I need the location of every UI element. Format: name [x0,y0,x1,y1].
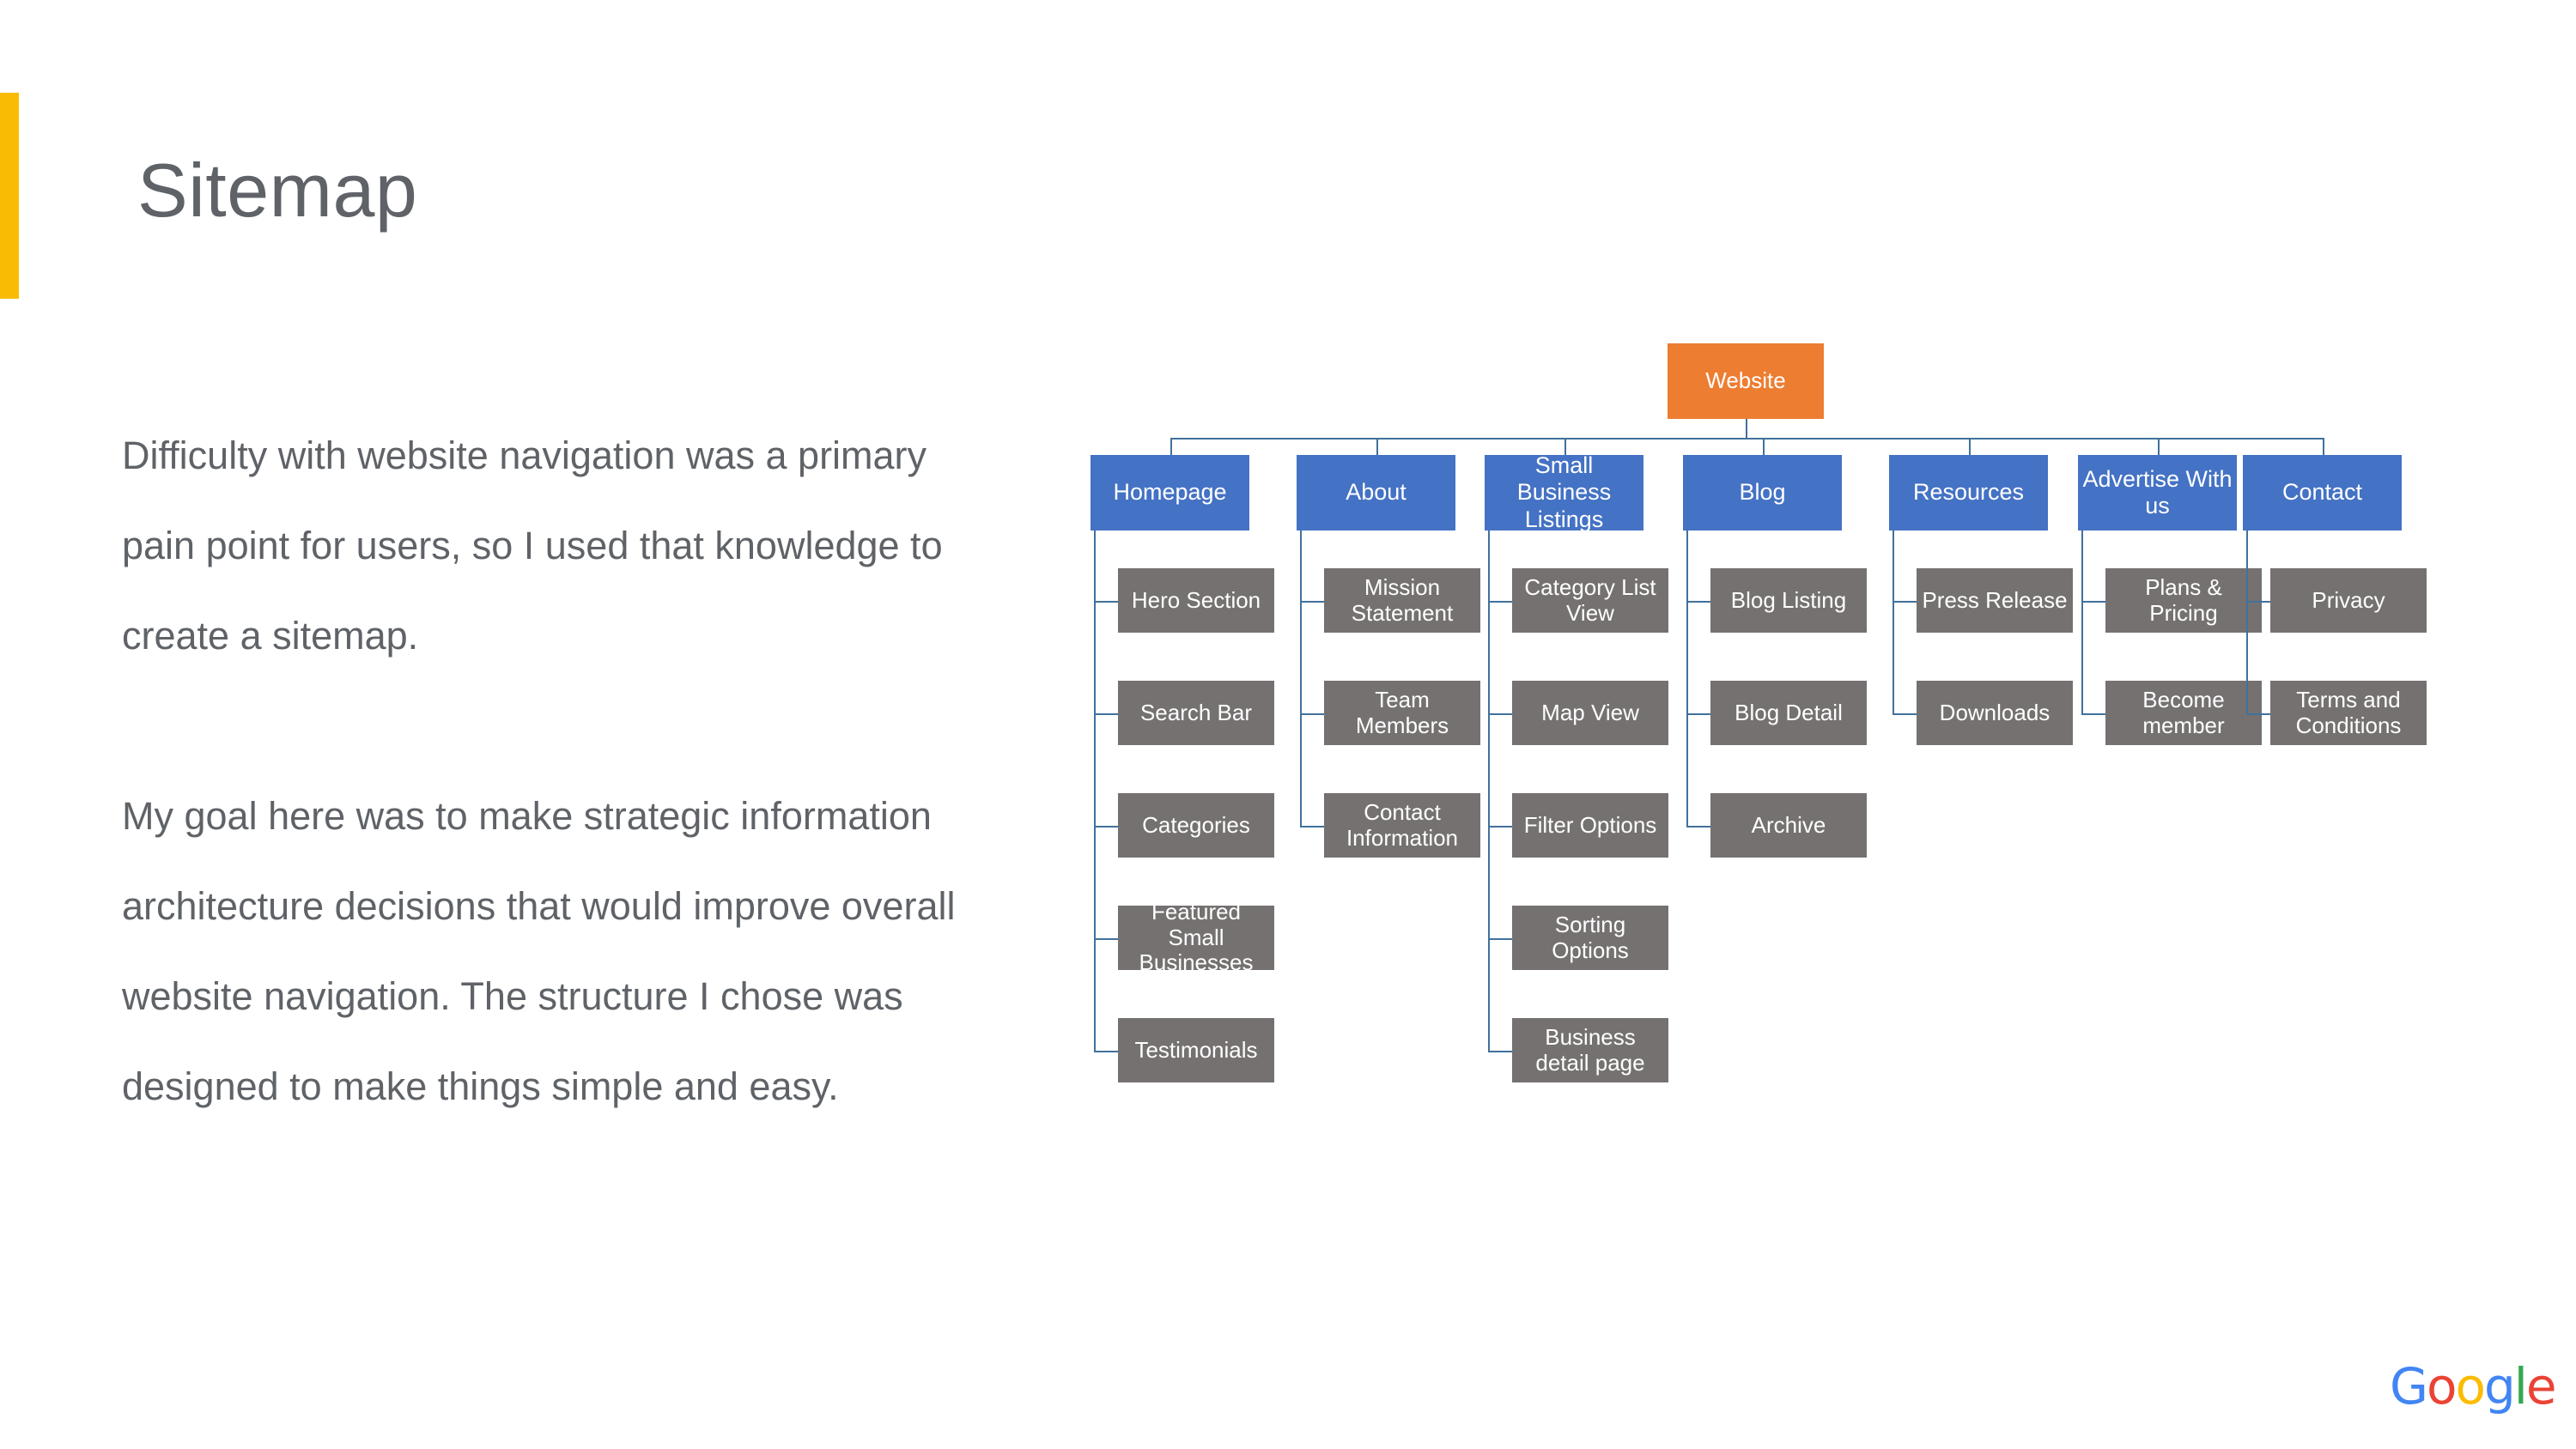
sitemap-node-child-0-2[interactable]: Categories [1118,793,1274,858]
sitemap-node-child-6-0[interactable]: Privacy [2270,568,2427,633]
connector-section-drop-1 [1376,438,1378,455]
sitemap-node-child-4-1[interactable]: Downloads [1917,681,2073,745]
connector-section-drop-6 [2322,438,2324,455]
google-logo-letter-4: l [2513,1357,2528,1416]
connector-child-stub-2-2 [1488,825,1512,828]
connector-child-stub-1-1 [1300,712,1324,715]
sitemap-node-section-1[interactable]: About [1297,455,1455,530]
sitemap-node-child-5-1[interactable]: Become member [2105,681,2262,745]
connector-spine-6 [2246,530,2248,713]
sitemap-node-child-2-3[interactable]: Sorting Options [1512,906,1668,970]
connector-child-stub-3-1 [1686,712,1710,715]
google-logo-letter-2: o [2455,1357,2485,1416]
sitemap-node-child-0-4[interactable]: Testimonials [1118,1018,1274,1082]
connector-child-stub-5-1 [2081,712,2105,715]
page-title: Sitemap [137,148,418,233]
connector-child-stub-0-3 [1094,937,1118,940]
connector-child-stub-0-2 [1094,825,1118,828]
sitemap-node-child-2-1[interactable]: Map View [1512,681,1668,745]
connector-section-drop-0 [1170,438,1172,455]
sitemap-node-section-5[interactable]: Advertise With us [2078,455,2237,530]
sitemap-node-section-6[interactable]: Contact [2243,455,2402,530]
sitemap-node-child-3-1[interactable]: Blog Detail [1710,681,1867,745]
sitemap-node-child-3-2[interactable]: Archive [1710,793,1867,858]
connector-root-drop [1746,419,1747,438]
connector-section-drop-4 [1968,438,1971,455]
paragraph-2: My goal here was to make strategic infor… [122,794,956,1108]
connector-spine-0 [1094,530,1096,1051]
sitemap-node-child-2-2[interactable]: Filter Options [1512,793,1668,858]
sitemap-node-child-5-0[interactable]: Plans & Pricing [2105,568,2262,633]
connector-child-stub-2-3 [1488,937,1512,940]
connector-child-stub-0-4 [1094,1050,1118,1052]
sitemap-node-child-2-4[interactable]: Business detail page [1512,1018,1668,1082]
connector-child-stub-2-0 [1488,600,1512,603]
sitemap-node-child-6-1[interactable]: Terms and Conditions [2270,681,2427,745]
connector-child-stub-4-1 [1893,712,1917,715]
sitemap-node-section-0[interactable]: Homepage [1091,455,1249,530]
google-logo-letter-5: e [2525,1357,2557,1416]
connector-spine-4 [1893,530,1894,713]
connector-child-stub-1-2 [1300,825,1324,828]
connector-child-stub-0-1 [1094,712,1118,715]
connector-child-stub-1-0 [1300,600,1324,603]
connector-spine-2 [1488,530,1490,1051]
google-logo-letter-3: g [2483,1357,2516,1416]
connector-child-stub-2-4 [1488,1050,1512,1052]
sitemap-node-child-0-3[interactable]: Featured Small Businesses [1118,899,1274,975]
connector-child-stub-3-2 [1686,825,1710,828]
sitemap-node-child-0-1[interactable]: Search Bar [1118,681,1274,745]
sitemap-node-root[interactable]: Website [1668,343,1824,419]
connector-child-stub-5-0 [2081,600,2105,603]
connector-child-stub-0-0 [1094,600,1118,603]
connector-child-stub-6-1 [2246,712,2270,715]
connector-section-drop-2 [1564,438,1566,455]
body-copy: Difficulty with website navigation was a… [122,410,989,1131]
sitemap-node-section-3[interactable]: Blog [1683,455,1842,530]
connector-child-stub-4-0 [1893,600,1917,603]
sitemap-node-child-1-2[interactable]: Contact Information [1324,793,1480,858]
connector-bus [1170,438,2323,440]
sitemap-node-section-4[interactable]: Resources [1889,455,2048,530]
connector-section-drop-5 [2157,438,2160,455]
accent-bar [0,93,19,299]
sitemap-node-section-2[interactable]: Small Business Listings [1485,452,1643,532]
connector-section-drop-3 [1762,438,1765,455]
connector-spine-1 [1300,530,1302,826]
sitemap-node-child-3-0[interactable]: Blog Listing [1710,568,1867,633]
google-logo: Google [2390,1361,2557,1411]
sitemap-node-child-2-0[interactable]: Category List View [1512,568,1668,633]
connector-child-stub-3-0 [1686,600,1710,603]
google-logo-letter-1: o [2426,1357,2457,1416]
sitemap-node-child-4-0[interactable]: Press Release [1917,568,2073,633]
paragraph-1: Difficulty with website navigation was a… [122,433,943,658]
connector-child-stub-2-1 [1488,712,1512,715]
connector-spine-5 [2081,530,2083,713]
connector-child-stub-6-0 [2246,600,2270,603]
sitemap-node-child-1-1[interactable]: Team Members [1324,681,1480,745]
sitemap-node-child-1-0[interactable]: Mission Statement [1324,568,1480,633]
connector-spine-3 [1686,530,1688,826]
google-logo-letter-0: G [2390,1357,2428,1416]
sitemap-node-child-0-0[interactable]: Hero Section [1118,568,1274,633]
